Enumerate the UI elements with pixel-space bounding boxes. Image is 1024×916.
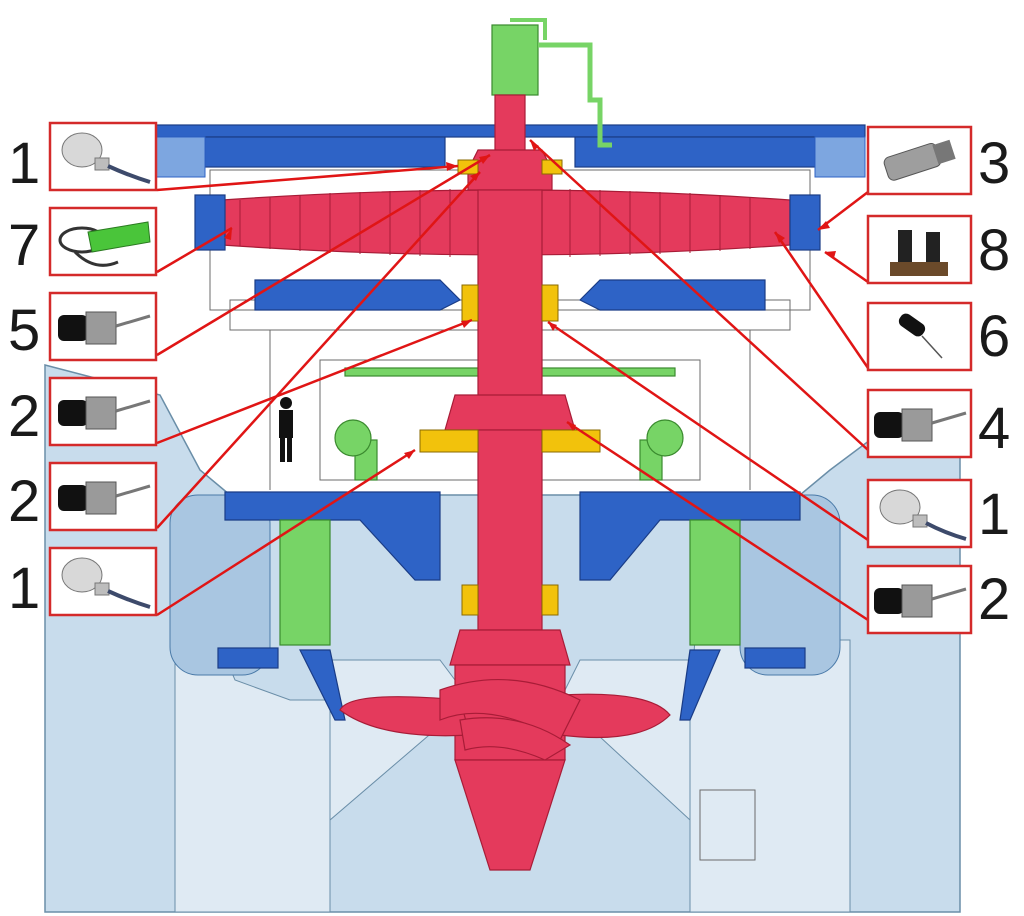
callout-8: 8 xyxy=(866,214,1010,285)
leader-6 xyxy=(773,231,870,369)
callout-5: 5 xyxy=(8,291,158,363)
leader-2-left-lower xyxy=(156,171,481,529)
proximity-probe-icon xyxy=(58,311,151,345)
leader-8 xyxy=(824,250,869,284)
callout-number: 5 xyxy=(8,298,40,363)
leader-1-left-lower xyxy=(156,448,416,617)
callout-number: 1 xyxy=(8,556,40,621)
callout-2-left-upper: 2 xyxy=(8,376,158,449)
leader-1-left-upper xyxy=(156,164,459,192)
callout-3: 3 xyxy=(866,125,1010,196)
leader-7 xyxy=(156,226,233,274)
proximity-probe-icon xyxy=(58,481,151,515)
callout-number: 7 xyxy=(8,213,40,278)
leader-4 xyxy=(529,139,869,451)
accelerometer-icon xyxy=(61,557,151,609)
callout-number: 4 xyxy=(978,396,1010,461)
callout-number: 3 xyxy=(978,131,1010,196)
callout-4: 4 xyxy=(866,388,1010,461)
proximity-probe-icon xyxy=(874,584,967,618)
air-gap-sensor-icon xyxy=(58,221,151,267)
leader-2-left-upper xyxy=(156,318,473,445)
callout-1-left-upper: 1 xyxy=(8,121,158,196)
accelerometer-icon xyxy=(61,132,151,184)
callout-1-left-lower: 1 xyxy=(8,546,158,621)
person-figure-icon xyxy=(279,397,293,462)
callout-2-right: 2 xyxy=(866,564,1010,635)
speed-sensor-icon xyxy=(883,139,956,181)
callout-number: 2 xyxy=(8,469,40,534)
leader-5 xyxy=(156,153,491,357)
callout-6: 6 xyxy=(866,301,1010,372)
lower-bracket xyxy=(254,279,766,311)
coil-sensor-icon xyxy=(890,230,948,276)
callout-leaders xyxy=(156,139,870,622)
temperature-sensor-icon xyxy=(898,313,943,359)
runner-blades xyxy=(339,679,671,761)
accelerometer-icon xyxy=(879,489,967,541)
callout-1-right: 1 xyxy=(866,478,1010,549)
proximity-probe-icon xyxy=(58,396,151,430)
leader-1-right xyxy=(547,320,869,542)
callout-number: 8 xyxy=(978,218,1010,283)
head-cover xyxy=(217,491,806,721)
callout-2-left-lower: 2 xyxy=(8,461,158,534)
callout-number: 6 xyxy=(978,304,1010,369)
proximity-probe-icon xyxy=(874,408,967,442)
leader-2-right xyxy=(566,420,869,622)
callout-number: 2 xyxy=(978,567,1010,632)
callout-number: 1 xyxy=(8,131,40,196)
callout-number: 2 xyxy=(8,384,40,449)
callout-7: 7 xyxy=(8,206,158,278)
callout-number: 1 xyxy=(978,482,1010,547)
